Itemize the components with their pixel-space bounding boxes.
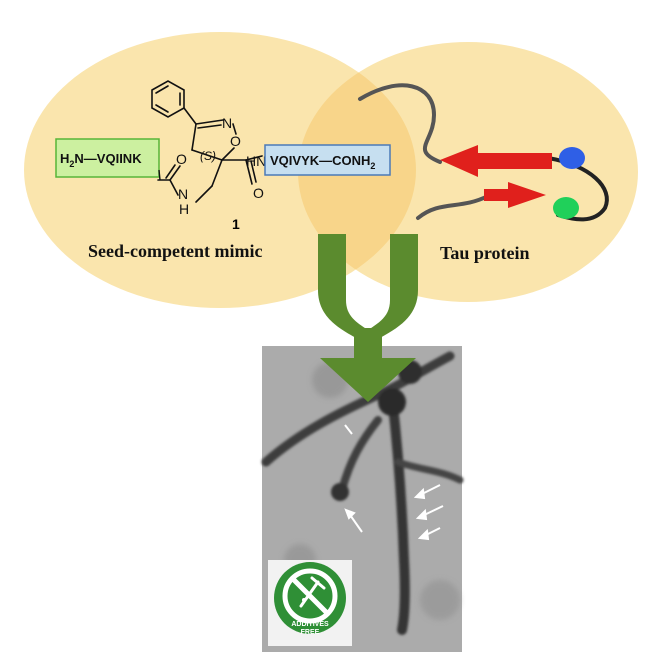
fibril-main-diagonal bbox=[261, 351, 455, 467]
badge-line-1: ADDITIVES bbox=[291, 621, 329, 628]
amide-hn-label: HN bbox=[246, 153, 266, 169]
overlap-region bbox=[298, 42, 416, 302]
tau-chain-upper bbox=[358, 83, 442, 164]
c-terminus-box bbox=[264, 144, 391, 176]
tau-chain-lower bbox=[416, 194, 490, 220]
c-terminus-label: VQIVYK—CONH2 bbox=[270, 153, 375, 171]
badge-slash bbox=[291, 577, 329, 615]
merge-arrow bbox=[318, 234, 418, 402]
test-tube-icon bbox=[299, 576, 326, 608]
carbonyl-o-right: O bbox=[253, 185, 264, 201]
merge-arrow-left-stem bbox=[318, 234, 368, 344]
beta-strand-lower-tail bbox=[484, 189, 508, 201]
fibril-branch-left bbox=[338, 416, 382, 494]
tau-protein-illustration bbox=[358, 83, 609, 222]
tau-protein-label: Tau protein bbox=[440, 243, 530, 263]
green-domain bbox=[553, 197, 579, 219]
badge-line-2: FREE bbox=[301, 629, 320, 636]
fibril-branch-right bbox=[394, 458, 464, 484]
carbonyl-o-left: O bbox=[176, 151, 187, 167]
ring-o-label: O bbox=[230, 133, 241, 149]
seed-competent-mimic-label: Seed-competent mimic bbox=[88, 241, 263, 261]
compound-number: 1 bbox=[232, 216, 240, 232]
merge-arrow-right-stem bbox=[368, 234, 418, 344]
beta-strand-upper bbox=[440, 145, 552, 177]
beta-strand-lower bbox=[484, 182, 546, 208]
blue-domain bbox=[559, 147, 585, 169]
fibril-vertical bbox=[387, 391, 410, 635]
annotation-arrows bbox=[344, 424, 444, 541]
additives-free-badge: ADDITIVES FREE bbox=[268, 560, 352, 646]
merge-arrow-head bbox=[320, 358, 416, 402]
amide-h-label: H bbox=[179, 201, 189, 217]
ring-n-label: N bbox=[222, 115, 232, 131]
stereo-label: (S) bbox=[200, 149, 216, 163]
n-terminus-label: H2N—VQIINK bbox=[60, 151, 142, 169]
n-terminus-box bbox=[55, 138, 160, 178]
annotation-arrow bbox=[344, 424, 353, 435]
amide-n-label: N bbox=[178, 186, 188, 202]
